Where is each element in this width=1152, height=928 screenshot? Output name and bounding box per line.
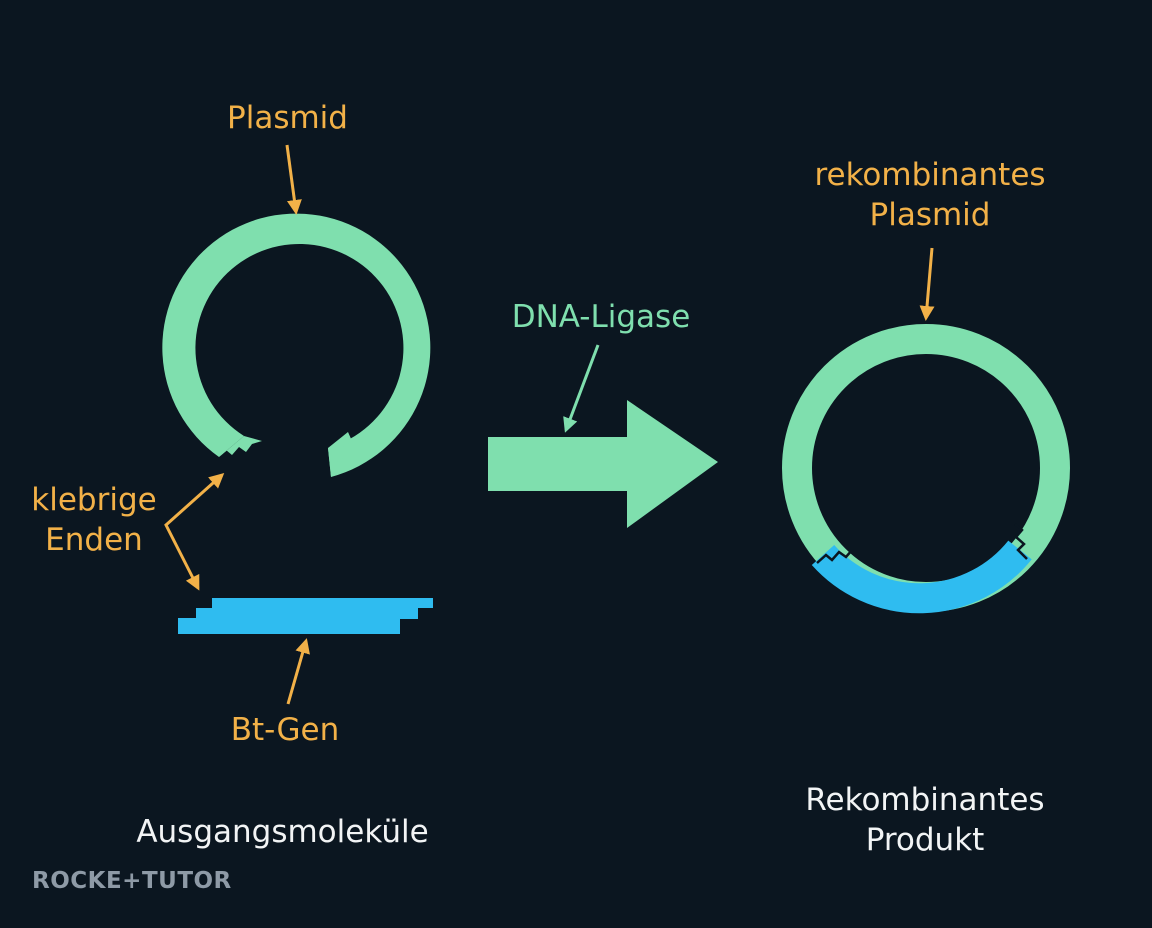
open-plasmid	[162, 213, 431, 477]
product-caption: Rekombinantes Produkt	[780, 780, 1070, 860]
recombinant-plasmid-label-line2: Plasmid	[869, 197, 991, 233]
recombinant-plasmid-pointer-arrow	[919, 247, 935, 321]
plasmid-label: Plasmid	[227, 100, 348, 136]
recombinant-plasmid-label-line1: rekombinantes	[814, 157, 1046, 193]
bt-gene-fragment	[178, 598, 433, 634]
sticky-ends-label-line2: Enden	[45, 522, 143, 558]
sticky-ends-label-line1: klebrige	[31, 482, 157, 518]
dna-ligase-label: DNA-Ligase	[511, 299, 691, 335]
sticky-ends-label: klebrige Enden	[22, 480, 166, 560]
product-caption-line1: Rekombinantes	[805, 782, 1045, 818]
sticky-ends-pointer-arrow	[164, 473, 225, 591]
brand-logo: ROCKE+TUTOR	[32, 868, 232, 894]
process-arrow	[488, 400, 718, 528]
bt-gene-pointer-arrow	[286, 638, 310, 705]
dna-ligase-pointer-arrow	[563, 344, 600, 433]
plasmid-pointer-arrow	[285, 144, 302, 215]
recombinant-plasmid	[782, 324, 1070, 614]
bt-gene-label: Bt-Gen	[230, 712, 340, 748]
product-caption-line2: Produkt	[865, 822, 985, 858]
starting-molecules-caption: Ausgangsmoleküle	[136, 814, 429, 850]
recombinant-plasmid-label: rekombinantes Plasmid	[795, 155, 1065, 235]
